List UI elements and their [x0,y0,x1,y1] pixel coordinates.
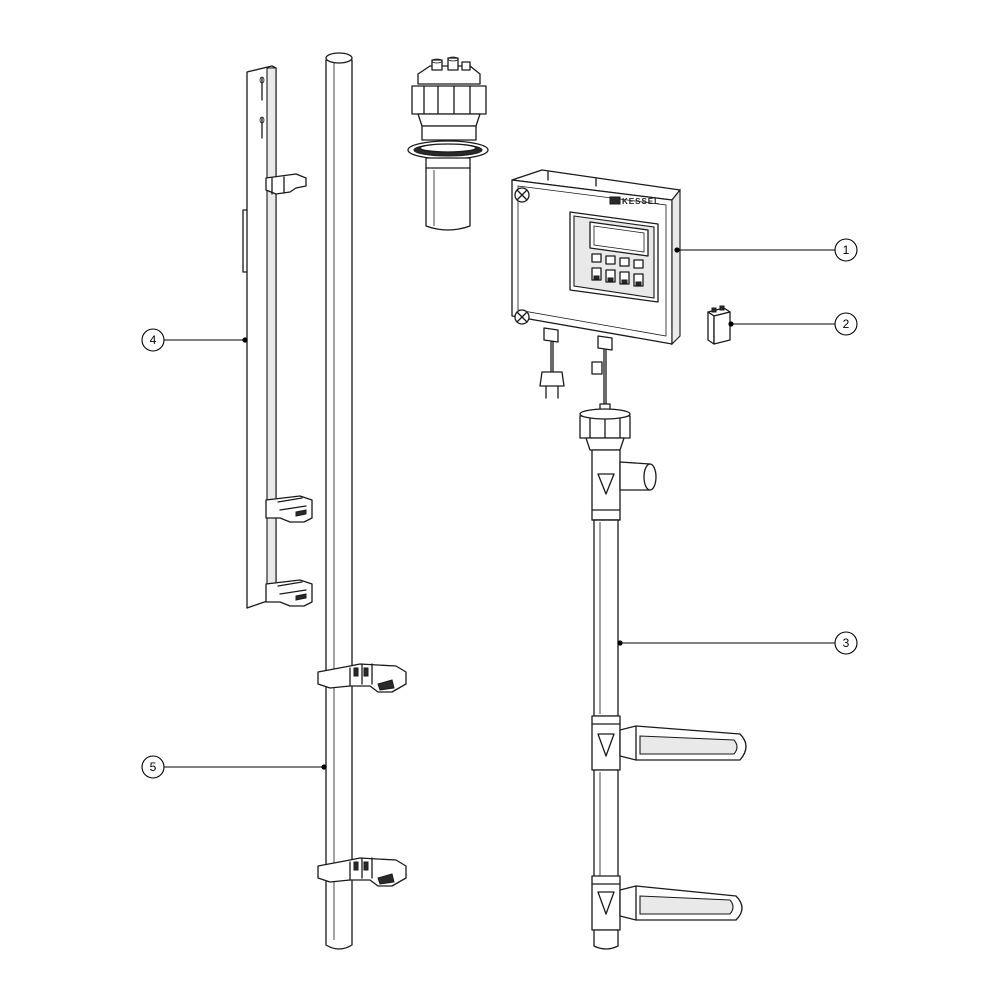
part-2-battery [707,305,731,345]
part-1-control-unit: KESSEL [511,169,681,415]
callout-3: 3 [617,631,858,655]
sensor-probe [407,56,489,231]
callout-3-label: 3 [843,636,850,650]
callout-5: 5 [141,755,327,779]
callout-5-label: 5 [150,760,157,774]
callout-2: 2 [728,312,858,336]
part-3-pipe-assembly [579,408,747,950]
part-4-mounting-rail [242,65,313,609]
callout-4-label: 4 [150,333,157,347]
part-5-pipe [317,52,407,950]
callout-1: 1 [674,238,858,262]
callout-1-label: 1 [843,243,850,257]
callout-4: 4 [141,328,248,352]
brand-label: KESSEL [622,197,660,206]
callout-2-label: 2 [843,317,850,331]
